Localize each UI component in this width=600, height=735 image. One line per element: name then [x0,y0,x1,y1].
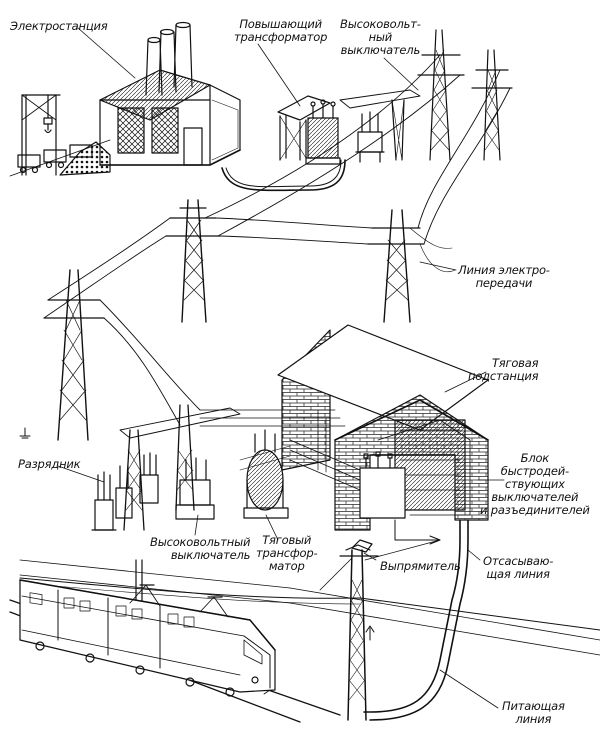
label-feeder-line: Питающая линия [502,699,565,726]
label-fast-breakers-block: Блок быстродей- ствующих выключателей и … [480,451,590,517]
step-up-substation [221,29,513,192]
label-traction-substation: Тяговая подстанция [468,356,539,383]
label-traction-transformer: Тяговый трансфор- матор [256,533,318,573]
outdoor-switchgear [91,404,291,531]
transmission-line [19,54,511,441]
label-suction-line: Отсасываю- щая линия [483,554,554,581]
label-power-station: Электростанция [10,19,108,33]
label-step-up-transformer: Повышающий трансформатор [234,17,328,44]
traction-substation [199,324,489,531]
label-hv-breaker-bottom: Высоковольтный выключатель [150,535,251,562]
railway [9,519,600,723]
label-rectifier: Выпрямитель [380,559,461,573]
label-arrester: Разрядник [18,457,81,471]
power-station [9,21,241,177]
label-hv-breaker-top: Высоковольт- ный выключатель [340,17,421,57]
label-power-line: Линия электро- передачи [458,263,550,290]
leader-lines [57,27,505,709]
